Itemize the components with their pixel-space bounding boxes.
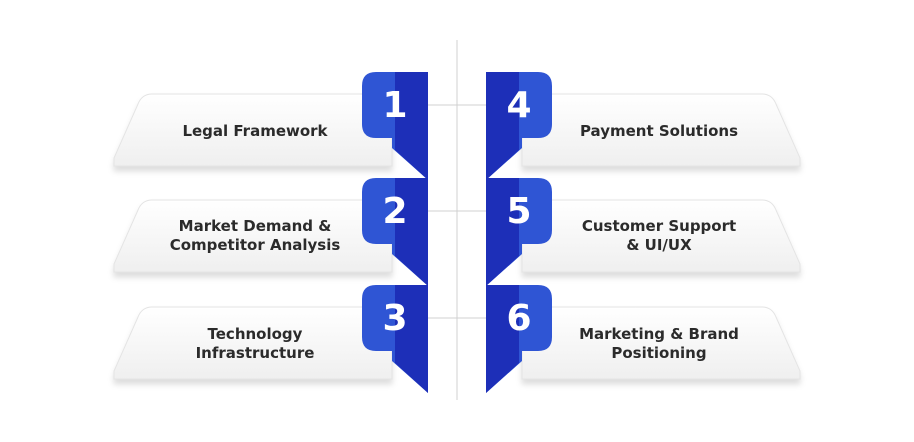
item-6-number: 6 — [506, 297, 532, 339]
card-5 — [521, 199, 801, 273]
item-4-label: Payment Solutions — [579, 121, 739, 140]
item-5-label: Customer Support& UI/UX — [581, 217, 737, 254]
item-5-number: 5 — [506, 190, 532, 232]
badges — [362, 72, 552, 393]
item-3-number: 3 — [382, 297, 408, 339]
badge-shade-3 — [395, 285, 428, 393]
card-3 — [113, 306, 393, 380]
card-1 — [113, 93, 393, 167]
item-4-number: 4 — [506, 84, 532, 126]
badge-shade-1 — [395, 72, 428, 180]
item-1-label: Legal Framework — [182, 121, 328, 140]
item-1-number: 1 — [382, 84, 408, 126]
badge-shade-2 — [395, 178, 428, 286]
badge-shade-6 — [486, 285, 519, 393]
card-2 — [113, 199, 393, 273]
badge-shade-4 — [486, 72, 519, 180]
badge-shade-5 — [486, 178, 519, 286]
item-2-label: Market Demand &Competitor Analysis — [169, 217, 341, 254]
connectors — [428, 104, 486, 319]
cards — [113, 93, 801, 380]
card-6 — [521, 306, 801, 380]
card-4 — [521, 93, 801, 167]
item-2-number: 2 — [382, 190, 408, 232]
